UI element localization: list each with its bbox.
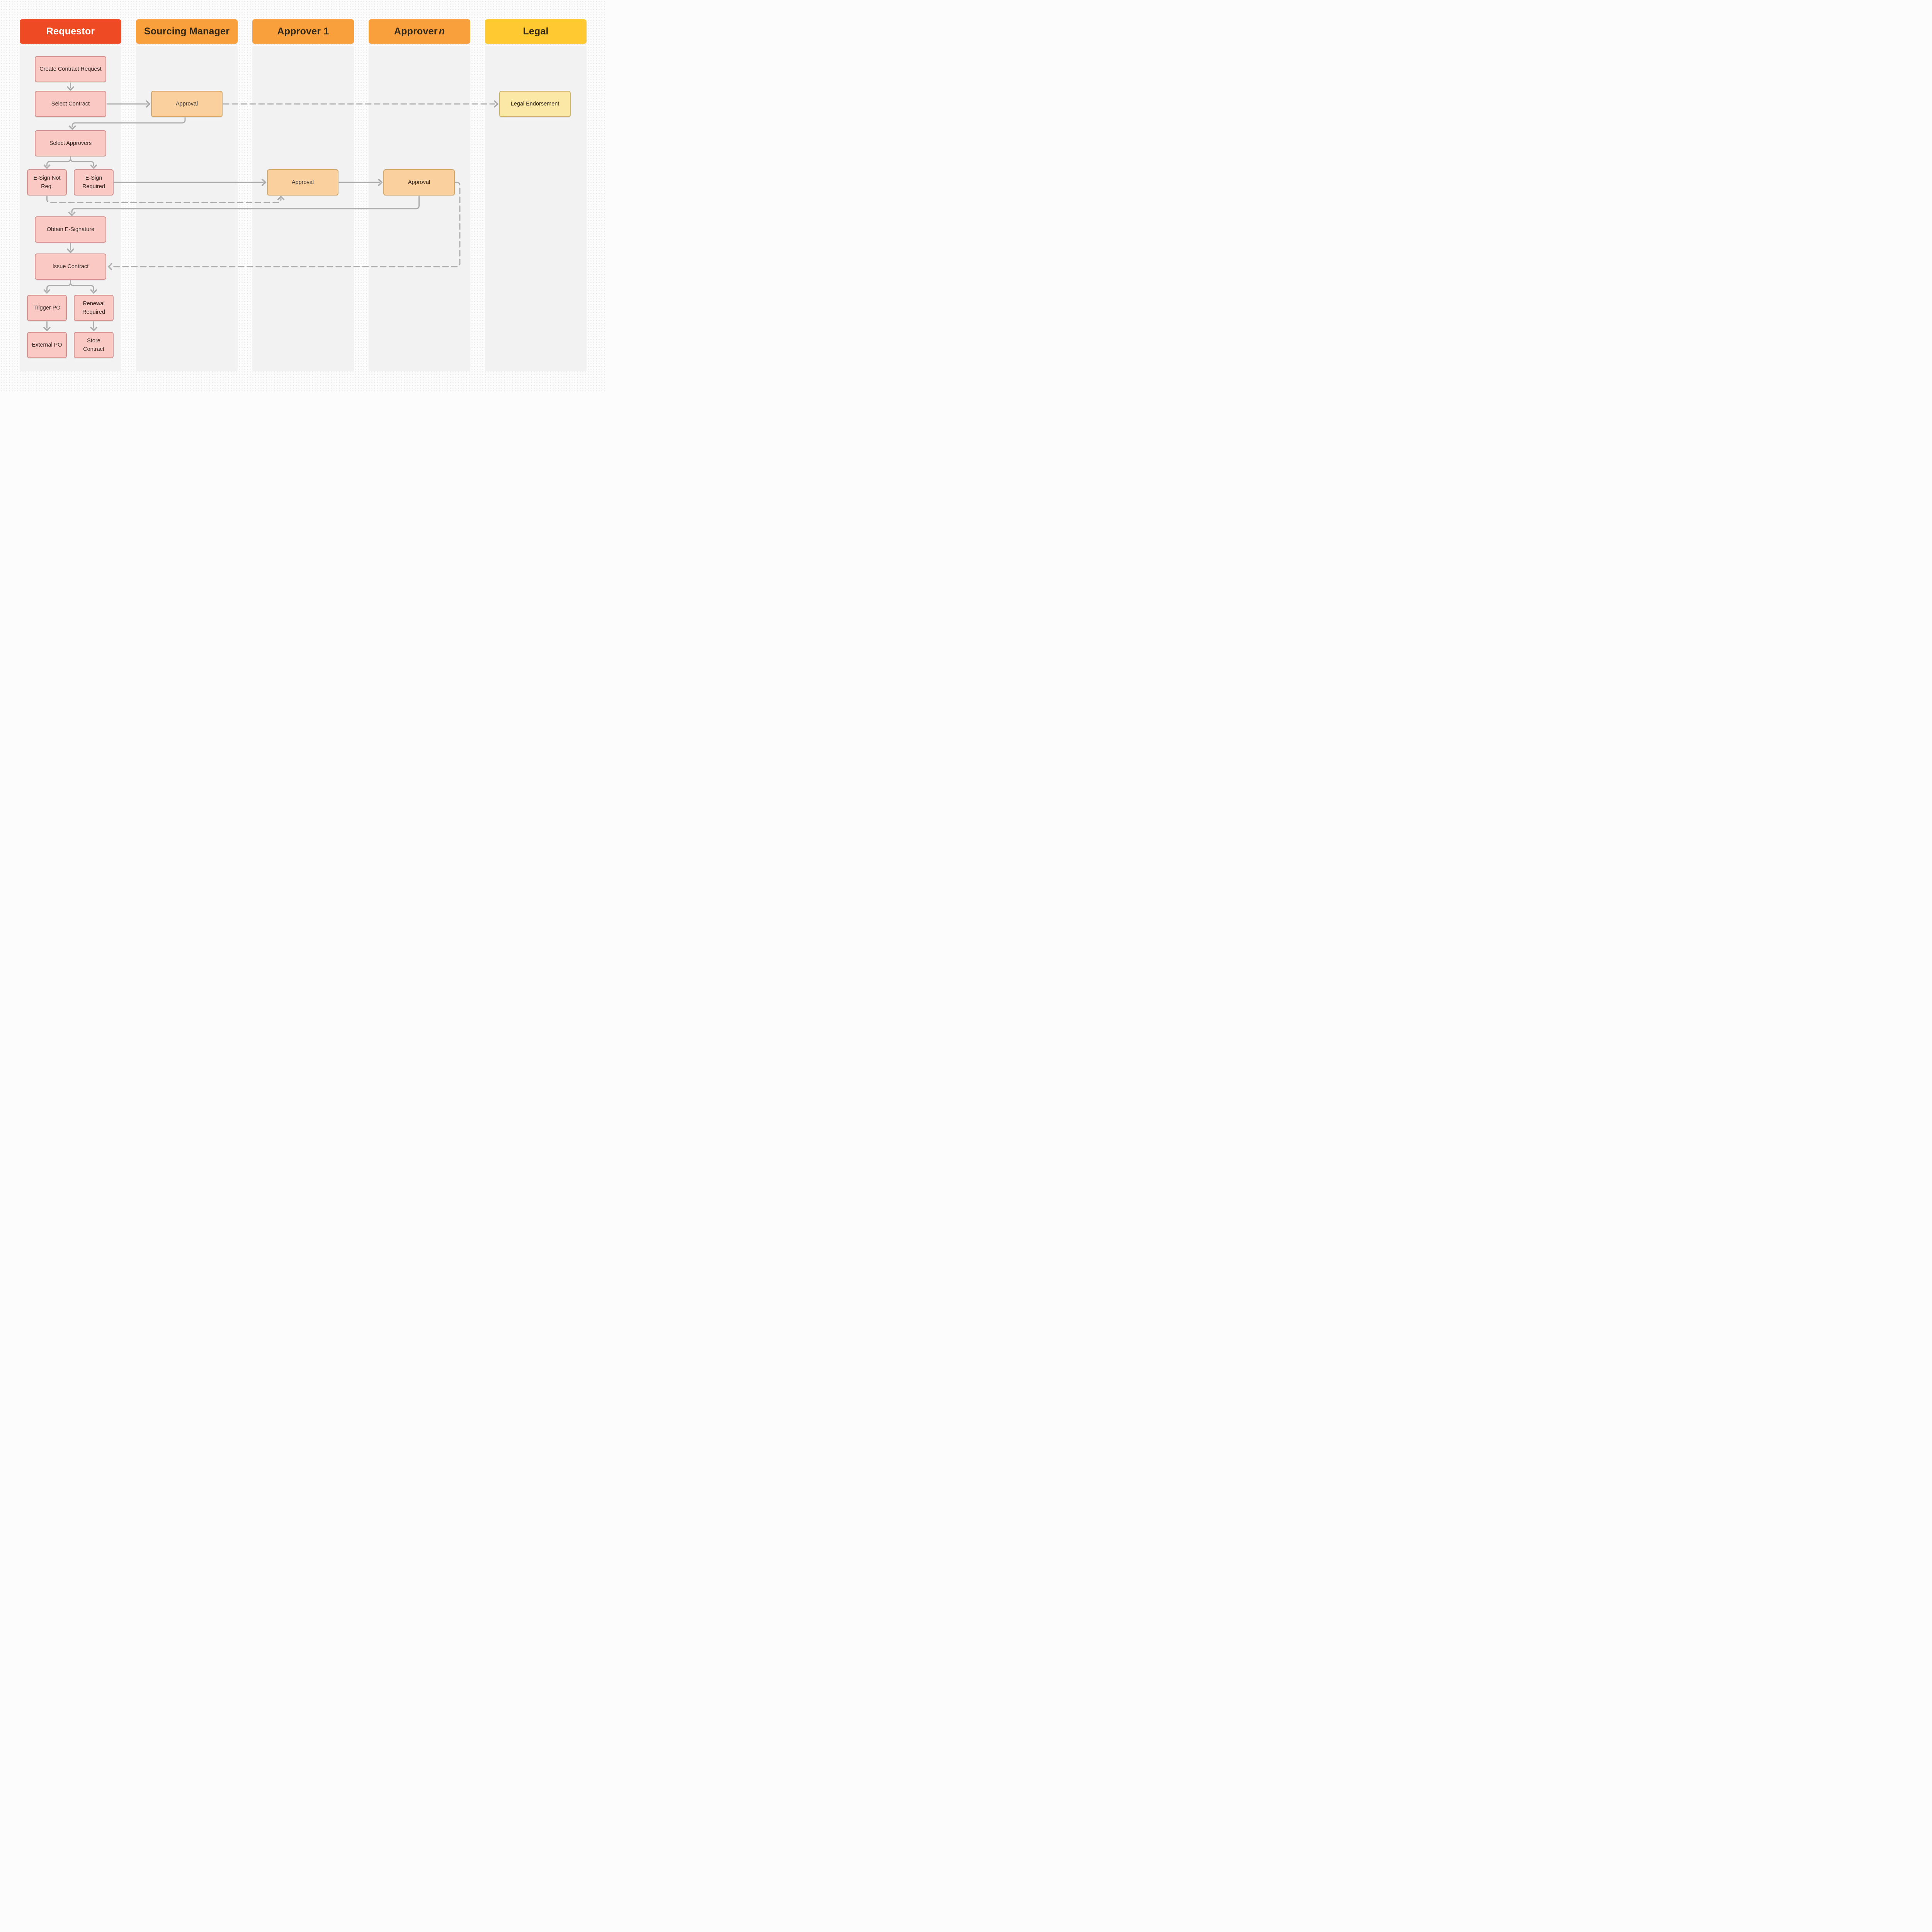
node-approval-approver-n: Approval [383,169,455,196]
lane-header-sourcing-manager: Sourcing Manager [136,19,238,44]
node-create-contract-request: Create Contract Request [35,56,106,82]
node-external-po: External PO [27,332,67,358]
node-select-contract: Select Contract [35,91,106,117]
lane-body-approver-1 [252,46,354,371]
node-issue-contract: Issue Contract [35,253,106,280]
swimlane-diagram: Requestor Sourcing Manager Approver 1 Ap… [0,0,607,392]
node-e-sign-required: E-Sign Required [74,169,114,196]
lane-header-approver-n-text: Approver [394,26,438,37]
lane-body-approver-n [369,46,470,371]
lane-header-approver-1: Approver 1 [252,19,354,44]
lane-header-approver-n-variable: n [439,26,445,37]
node-legal-endorsement: Legal Endorsement [499,91,571,117]
node-obtain-e-signature: Obtain E-Signature [35,216,106,243]
node-select-approvers: Select Approvers [35,130,106,156]
node-approval-sourcing-manager: Approval [151,91,223,117]
connector-approver-n-to-obtain-esignature [68,196,420,216]
node-e-sign-not-req: E-Sign Not Req. [27,169,67,196]
node-trigger-po: Trigger PO [27,295,67,321]
node-approval-approver-1: Approval [267,169,338,196]
node-renewal-required: Renewal Required [74,295,114,321]
node-store-contract: Store Contract [74,332,114,358]
lane-header-requestor: Requestor [20,19,121,44]
lane-header-legal: Legal [485,19,587,44]
